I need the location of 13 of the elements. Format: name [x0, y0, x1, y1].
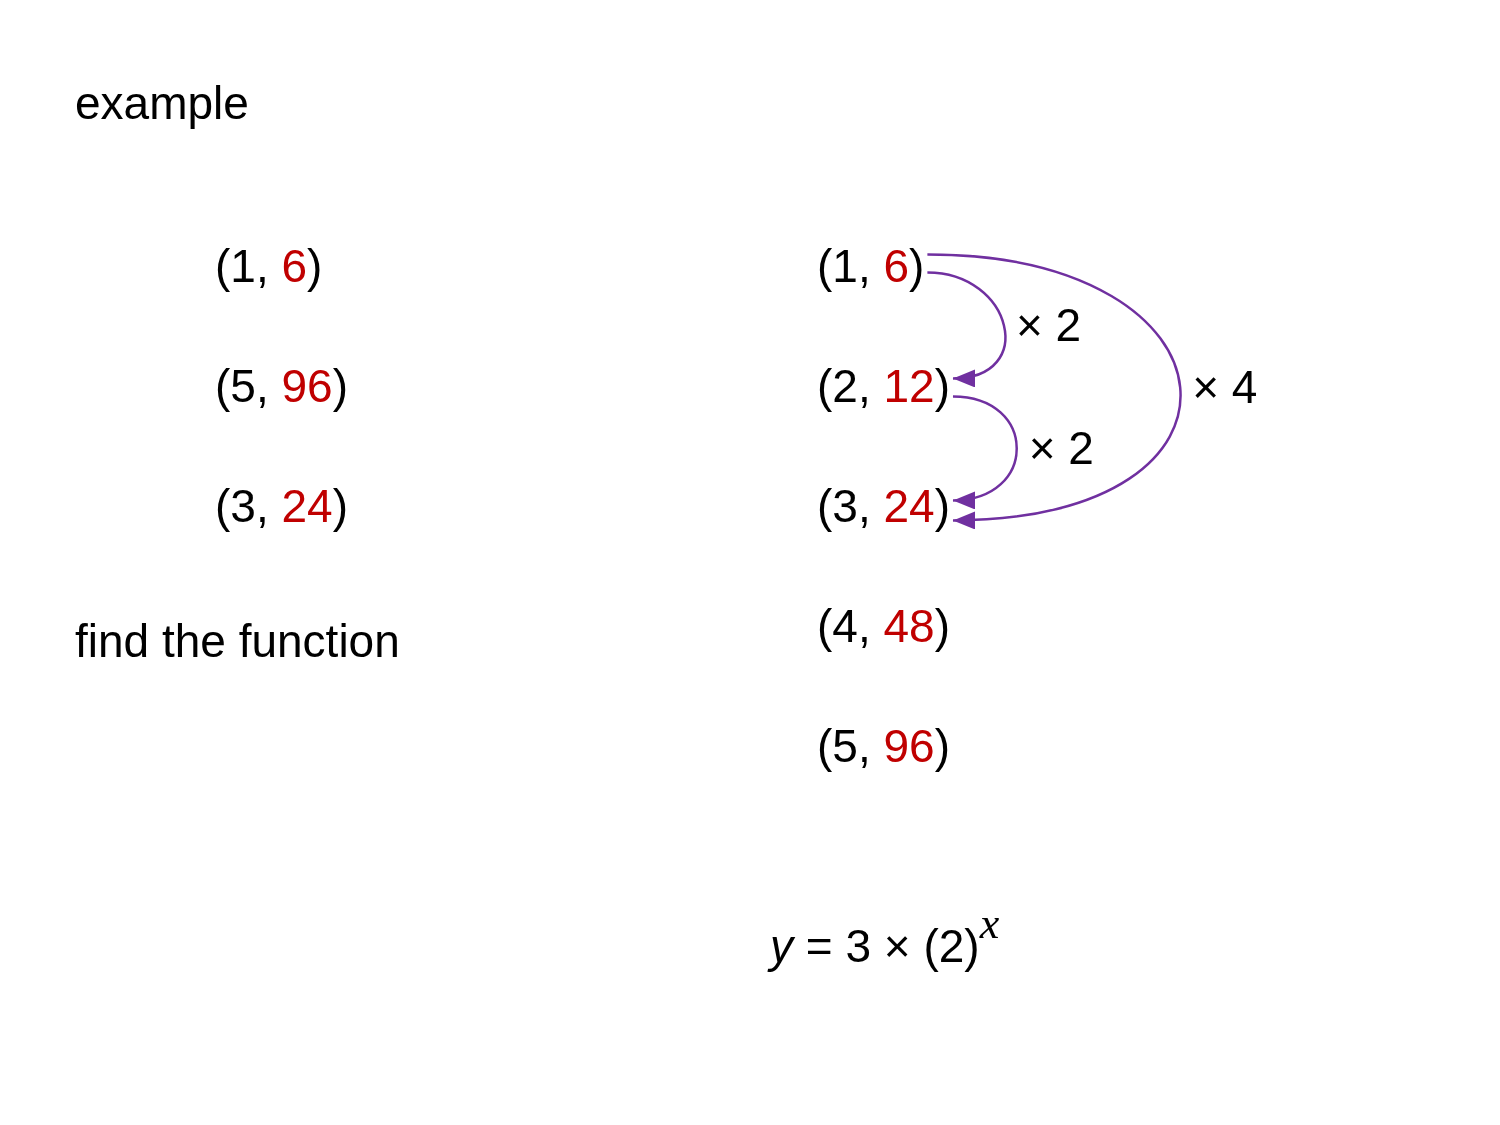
coordinate-pair: (4, 48) [817, 600, 950, 653]
coordinate-pair: (3, 24) [215, 480, 348, 533]
curved-arrow [927, 253, 1182, 528]
coordinate-pair: (5, 96) [215, 360, 348, 413]
coordinate-pair: (5, 96) [817, 720, 950, 773]
instruction-text: find the function [75, 615, 400, 668]
curved-arrow [952, 395, 1018, 508]
coordinate-pair: (3, 24) [817, 480, 950, 533]
coordinate-pair: (2, 12) [817, 360, 950, 413]
curved-arrow [927, 271, 1007, 385]
coordinate-pair: (1, 6) [215, 240, 323, 293]
coordinate-pair: (1, 6) [817, 240, 925, 293]
slide-title: example [75, 77, 249, 130]
